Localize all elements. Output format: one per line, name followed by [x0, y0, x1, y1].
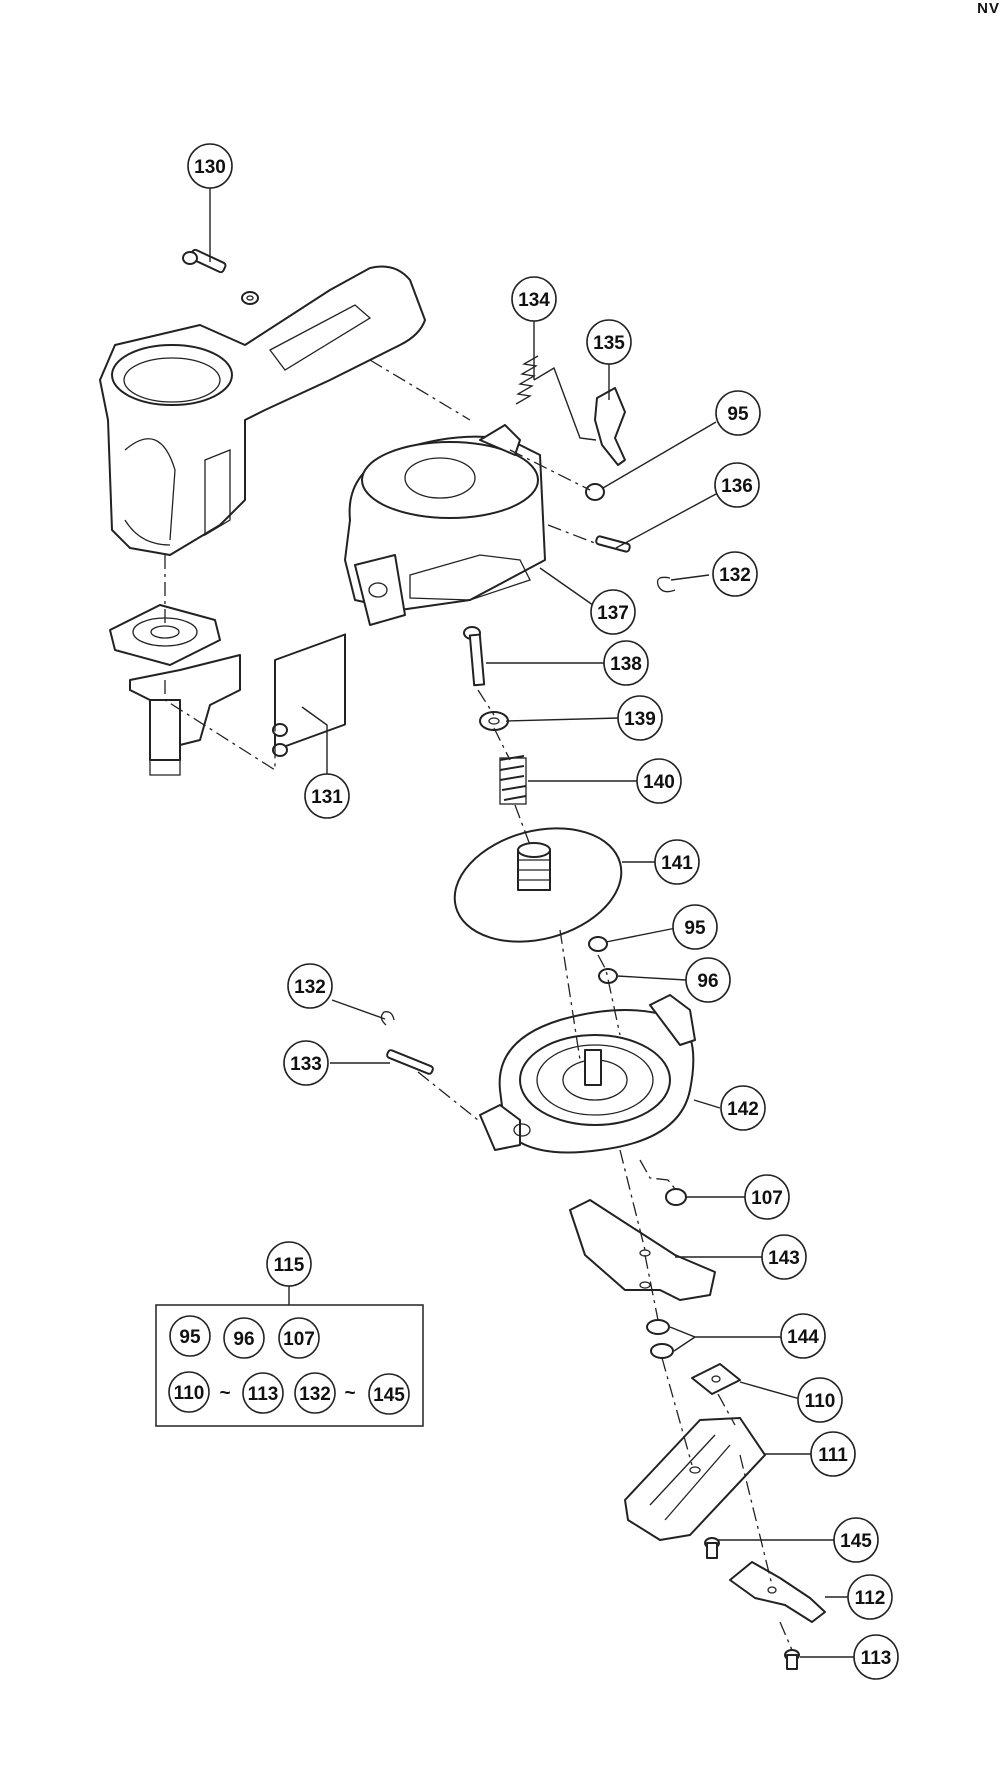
- callout-95-top: 95: [715, 390, 761, 436]
- callout-111: 111: [810, 1431, 856, 1477]
- callout-112-label: 112: [855, 1588, 886, 1609]
- callout-111-label: 111: [818, 1445, 848, 1466]
- spring-latch-drawing: [515, 355, 626, 501]
- kit-item-113: 113: [248, 1384, 279, 1405]
- assembly-axis-lines: [164, 359, 793, 1651]
- callout-95-middle-label: 95: [684, 918, 706, 939]
- kit-item-107: 107: [283, 1329, 315, 1350]
- callout-96-label: 96: [697, 971, 718, 992]
- callout-135: 135: [586, 319, 632, 365]
- callout-134-label: 134: [518, 290, 550, 311]
- callout-131: 131: [304, 773, 350, 819]
- callout-139: 139: [617, 695, 663, 741]
- disc-141-drawing: [453, 827, 623, 943]
- screw-113-drawing: [784, 1649, 800, 1670]
- callout-137-label: 137: [597, 603, 629, 624]
- callout-137: 137: [590, 589, 636, 635]
- bolt-130-drawing: [182, 248, 259, 305]
- callout-139-label: 139: [624, 709, 656, 730]
- plate-112-drawing: [729, 1561, 826, 1623]
- callout-142-label: 142: [727, 1099, 759, 1120]
- callout-141-label: 141: [661, 853, 693, 874]
- callout-95-middle: 95: [672, 904, 718, 950]
- callout-135-label: 135: [593, 333, 625, 354]
- callout-140-label: 140: [643, 772, 675, 793]
- callout-142: 142: [720, 1085, 766, 1131]
- nut-107-drawing: [665, 1188, 687, 1206]
- callout-138: 138: [603, 640, 649, 686]
- kit-range-symbol-1: ~: [219, 1383, 230, 1404]
- leader-lines: [209, 188, 855, 1658]
- callout-136-label: 136: [721, 476, 753, 497]
- callout-132-left-label: 132: [294, 977, 326, 998]
- kit-item-110: 110: [174, 1383, 205, 1404]
- kit-box: 95 96 107 110 ~ 113 132 ~ 145: [155, 1304, 424, 1427]
- callout-133-label: 133: [290, 1054, 322, 1075]
- callout-132-top: 132: [712, 551, 758, 597]
- callout-138-label: 138: [610, 654, 642, 675]
- callout-131-label: 131: [311, 787, 343, 808]
- callout-143-label: 143: [768, 1248, 800, 1269]
- plate-143-drawing: [569, 1199, 716, 1301]
- valve-assembly-drawing: [109, 604, 346, 776]
- callout-143: 143: [761, 1234, 807, 1280]
- handle-housing-drawing: [99, 265, 426, 556]
- callout-140: 140: [636, 758, 682, 804]
- screw-145-drawing: [704, 1537, 720, 1559]
- nut-washer-drawing: [588, 936, 618, 984]
- callout-132-left: 132: [287, 963, 333, 1009]
- callout-132-top-label: 132: [719, 565, 751, 586]
- kit-item-95: 95: [179, 1327, 201, 1348]
- callout-113-label: 113: [861, 1648, 892, 1669]
- callout-107-label: 107: [751, 1188, 783, 1209]
- callout-133: 133: [283, 1040, 329, 1086]
- callout-130-label: 130: [194, 157, 226, 178]
- callout-115: 115: [266, 1241, 312, 1287]
- callout-141: 141: [654, 839, 700, 885]
- kit-item-96: 96: [233, 1329, 254, 1350]
- kit-item-132: 132: [299, 1384, 331, 1405]
- callout-145: 145: [833, 1517, 879, 1563]
- callout-107: 107: [744, 1174, 790, 1220]
- callout-112: 112: [847, 1574, 893, 1620]
- guide-111-drawing: [624, 1417, 766, 1541]
- clip-pin-133-drawing: [380, 1011, 434, 1075]
- magazine-base-drawing: [479, 994, 696, 1154]
- callout-110-label: 110: [805, 1391, 836, 1412]
- kit-range-symbol-2: ~: [344, 1383, 355, 1404]
- magazine-cover-drawing: [344, 424, 546, 626]
- kit-item-145: 145: [373, 1385, 405, 1406]
- callout-134: 134: [511, 276, 557, 322]
- callout-144-label: 144: [787, 1327, 819, 1348]
- callout-113: 113: [853, 1634, 899, 1680]
- plate-110-drawing: [691, 1363, 741, 1395]
- callout-144: 144: [780, 1313, 826, 1359]
- callout-145-label: 145: [840, 1531, 872, 1552]
- callout-110: 110: [797, 1377, 843, 1423]
- washers-144-drawing: [646, 1319, 674, 1359]
- callout-95-top-label: 95: [727, 404, 749, 425]
- callout-96: 96: [685, 957, 731, 1003]
- callout-130: 130: [187, 143, 233, 189]
- callout-136: 136: [714, 462, 760, 508]
- center-bolt-stack-drawing: [463, 626, 527, 805]
- pin-136-drawing: [595, 535, 676, 593]
- page-code-label: NV: [977, 0, 1000, 17]
- callout-115-label: 115: [274, 1255, 305, 1276]
